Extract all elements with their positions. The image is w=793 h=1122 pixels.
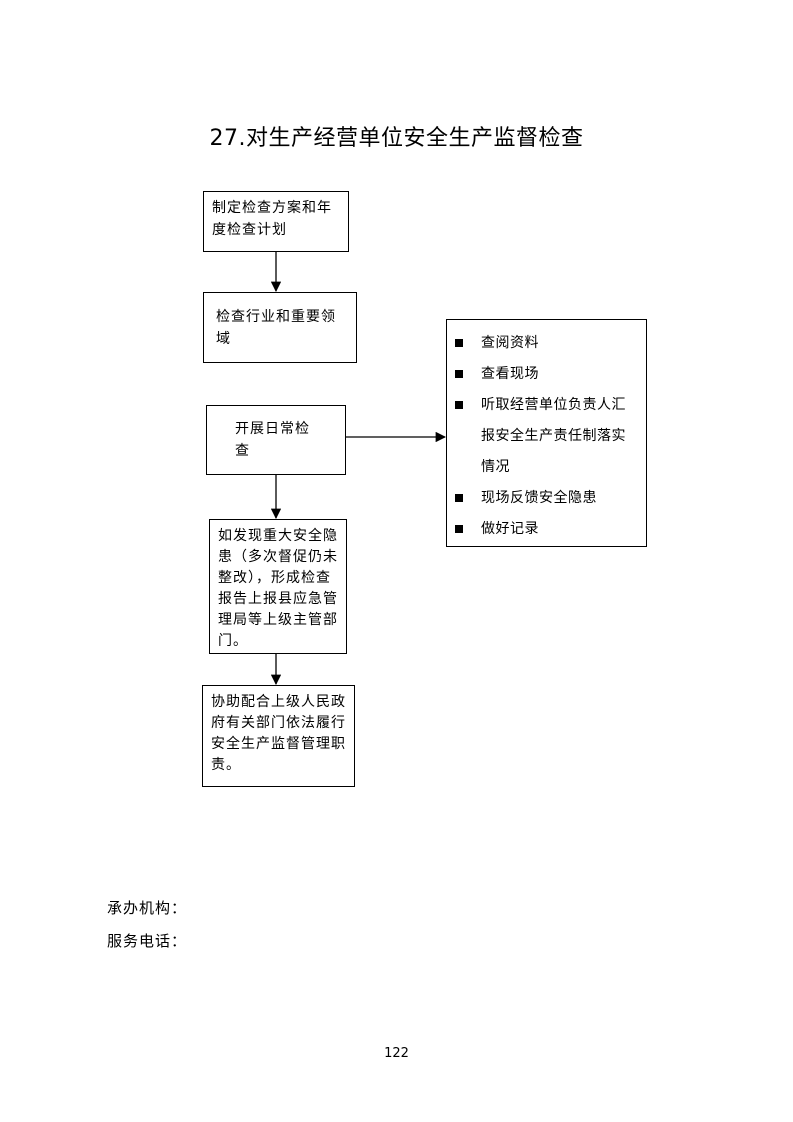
flow-step-assist-supervision: 协助配合上级人民政府有关部门依法履行安全生产监督管理职责。: [202, 685, 355, 787]
org-label: 承办机构：: [107, 899, 188, 917]
flow-step-report-hazard: 如发现重大安全隐患（多次督促仍未整改），形成检查报告上报县应急管理局等上级主管部…: [209, 519, 347, 654]
inspection-item: 查阅资料: [455, 328, 640, 359]
flow-step-assist-supervision-text: 协助配合上级人民政府有关部门依法履行安全生产监督管理职责。: [211, 694, 346, 773]
square-bullet-icon: [455, 525, 463, 533]
phone-label: 服务电话：: [107, 932, 188, 950]
flow-step-plan-text: 制定检查方案和年度检查计划: [212, 200, 332, 238]
page-number: 122: [384, 1046, 409, 1061]
square-bullet-icon: [455, 370, 463, 378]
flow-step-inspect-fields: 检查行业和重要领域: [203, 292, 357, 363]
inspection-item: 现场反馈安全隐患: [455, 483, 640, 514]
flow-step-daily-inspection: 开展日常检查: [206, 405, 346, 475]
flow-step-report-hazard-text: 如发现重大安全隐患（多次督促仍未整改），形成检查报告上报县应急管理局等上级主管部…: [218, 528, 338, 649]
page-title: 27.对生产经营单位安全生产监督检查: [209, 126, 584, 151]
inspection-item: 听取经营单位负责人汇报安全生产责任制落实情况: [455, 390, 640, 483]
inspection-items-box: 查阅资料 查看现场 听取经营单位负责人汇报安全生产责任制落实情况 现场反馈安全隐…: [446, 319, 647, 547]
inspection-item: 查看现场: [455, 359, 640, 390]
square-bullet-icon: [455, 339, 463, 347]
flow-step-daily-inspection-text: 开展日常检查: [235, 421, 310, 459]
inspection-item: 做好记录: [455, 514, 640, 545]
flow-step-inspect-fields-text: 检查行业和重要领域: [216, 308, 336, 347]
square-bullet-icon: [455, 401, 463, 409]
square-bullet-icon: [455, 494, 463, 502]
flow-step-plan: 制定检查方案和年度检查计划: [203, 191, 349, 252]
